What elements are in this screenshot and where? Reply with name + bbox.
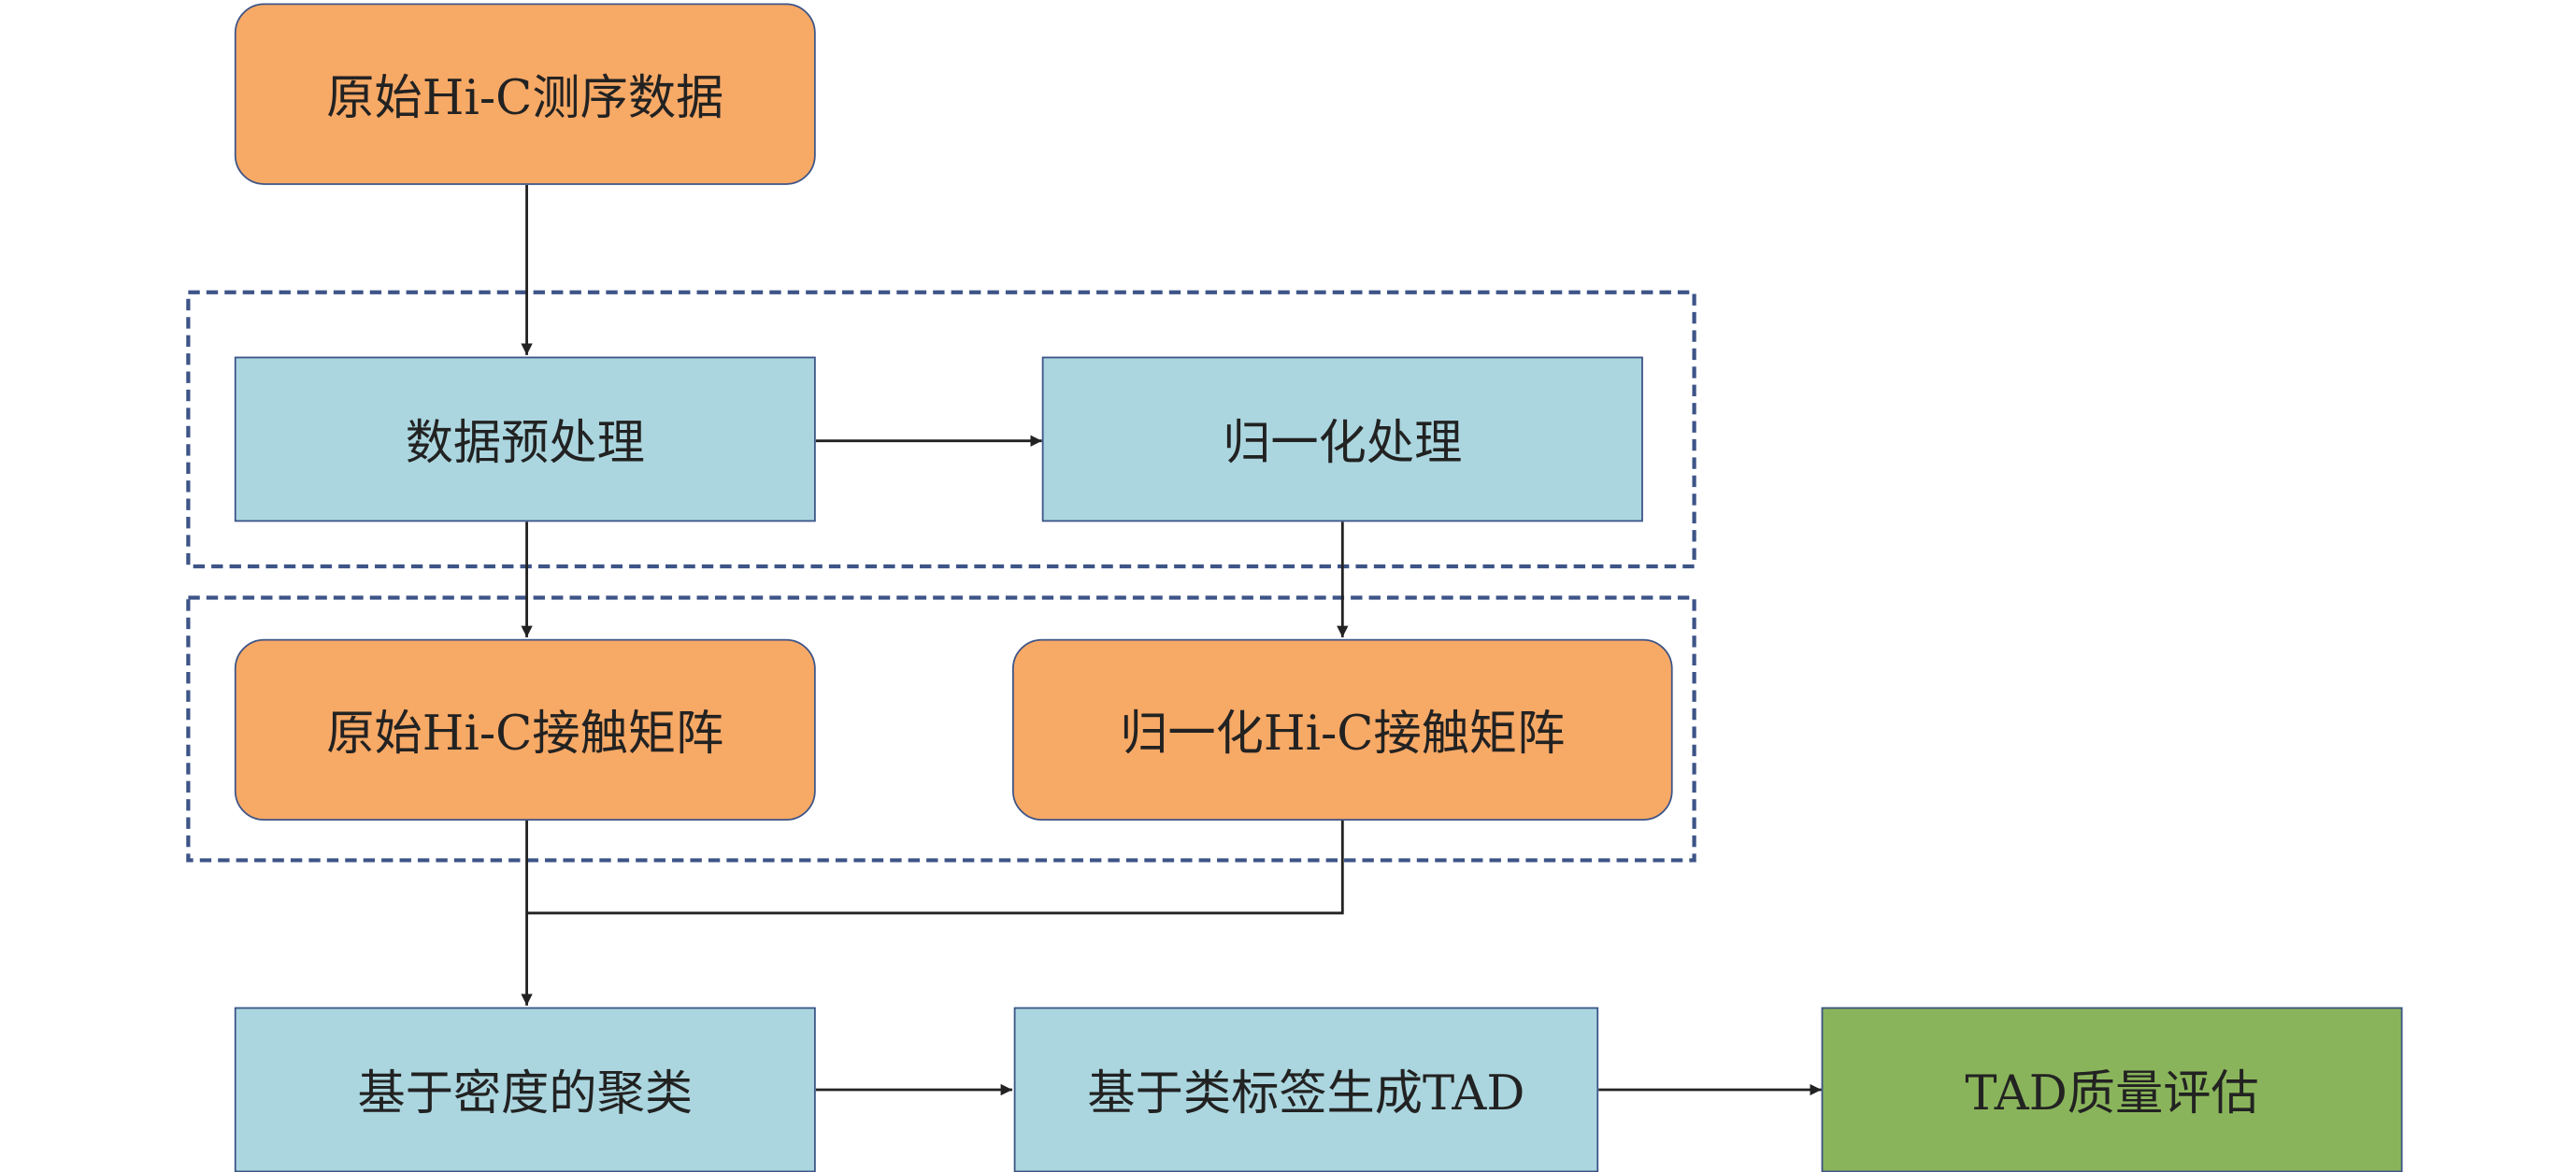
- node-raw-contact-matrix-label: 原始Hi-C接触矩阵: [326, 705, 724, 762]
- node-generate-tad-label: 基于类标签生成TAD: [1087, 1065, 1525, 1122]
- node-normalized-contact-matrix: 归一化Hi-C接触矩阵: [1011, 638, 1673, 822]
- node-normalization: 归一化处理: [1041, 356, 1643, 522]
- node-raw-contact-matrix: 原始Hi-C接触矩阵: [234, 638, 816, 822]
- node-normalized-contact-matrix-label: 归一化Hi-C接触矩阵: [1120, 705, 1566, 762]
- group-processing-frame: [186, 290, 1696, 569]
- group-matrix-frame: [186, 595, 1696, 863]
- node-density-clustering: 基于密度的聚类: [234, 1007, 816, 1172]
- node-tad-quality-evaluation: TAD质量评估: [1821, 1007, 2403, 1172]
- node-raw-hic-data: 原始Hi-C测序数据: [234, 3, 816, 185]
- node-raw-hic-data-label: 原始Hi-C测序数据: [326, 69, 724, 126]
- connector-norm-matrix-to-clustering: [526, 821, 1344, 915]
- node-normalization-label: 归一化处理: [1223, 414, 1463, 471]
- node-tad-quality-evaluation-label: TAD质量评估: [1965, 1065, 2259, 1122]
- node-data-preprocessing: 数据预处理: [234, 356, 816, 522]
- node-data-preprocessing-label: 数据预处理: [405, 414, 645, 471]
- node-generate-tad: 基于类标签生成TAD: [1013, 1007, 1599, 1172]
- node-density-clustering-label: 基于密度的聚类: [357, 1065, 694, 1122]
